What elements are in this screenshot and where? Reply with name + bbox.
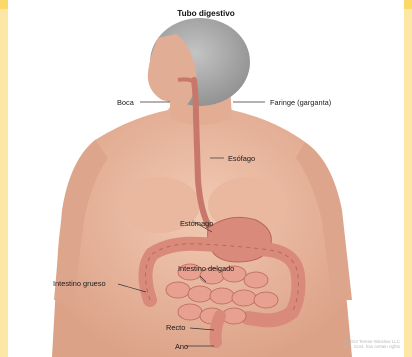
label-faringe: Faringe (garganta) (270, 98, 331, 107)
label-recto: Recto (166, 323, 185, 332)
rectum (216, 316, 221, 342)
diagram-title: Tubo digestivo (0, 9, 412, 18)
copyright-note: © 2013 Terese Winslow LLC U.S. Govt. has… (343, 339, 400, 349)
label-intestino-grueso: Intestino grueso (53, 279, 106, 288)
label-ano: Ano (175, 342, 188, 351)
copyright-line-2: U.S. Govt. has certain rights (343, 344, 400, 349)
label-boca: Boca (117, 98, 134, 107)
label-estomago: Estómago (180, 219, 213, 228)
label-intestino-delgado: Intestino delgado (178, 264, 234, 273)
label-esofago: Esófago (228, 154, 255, 163)
